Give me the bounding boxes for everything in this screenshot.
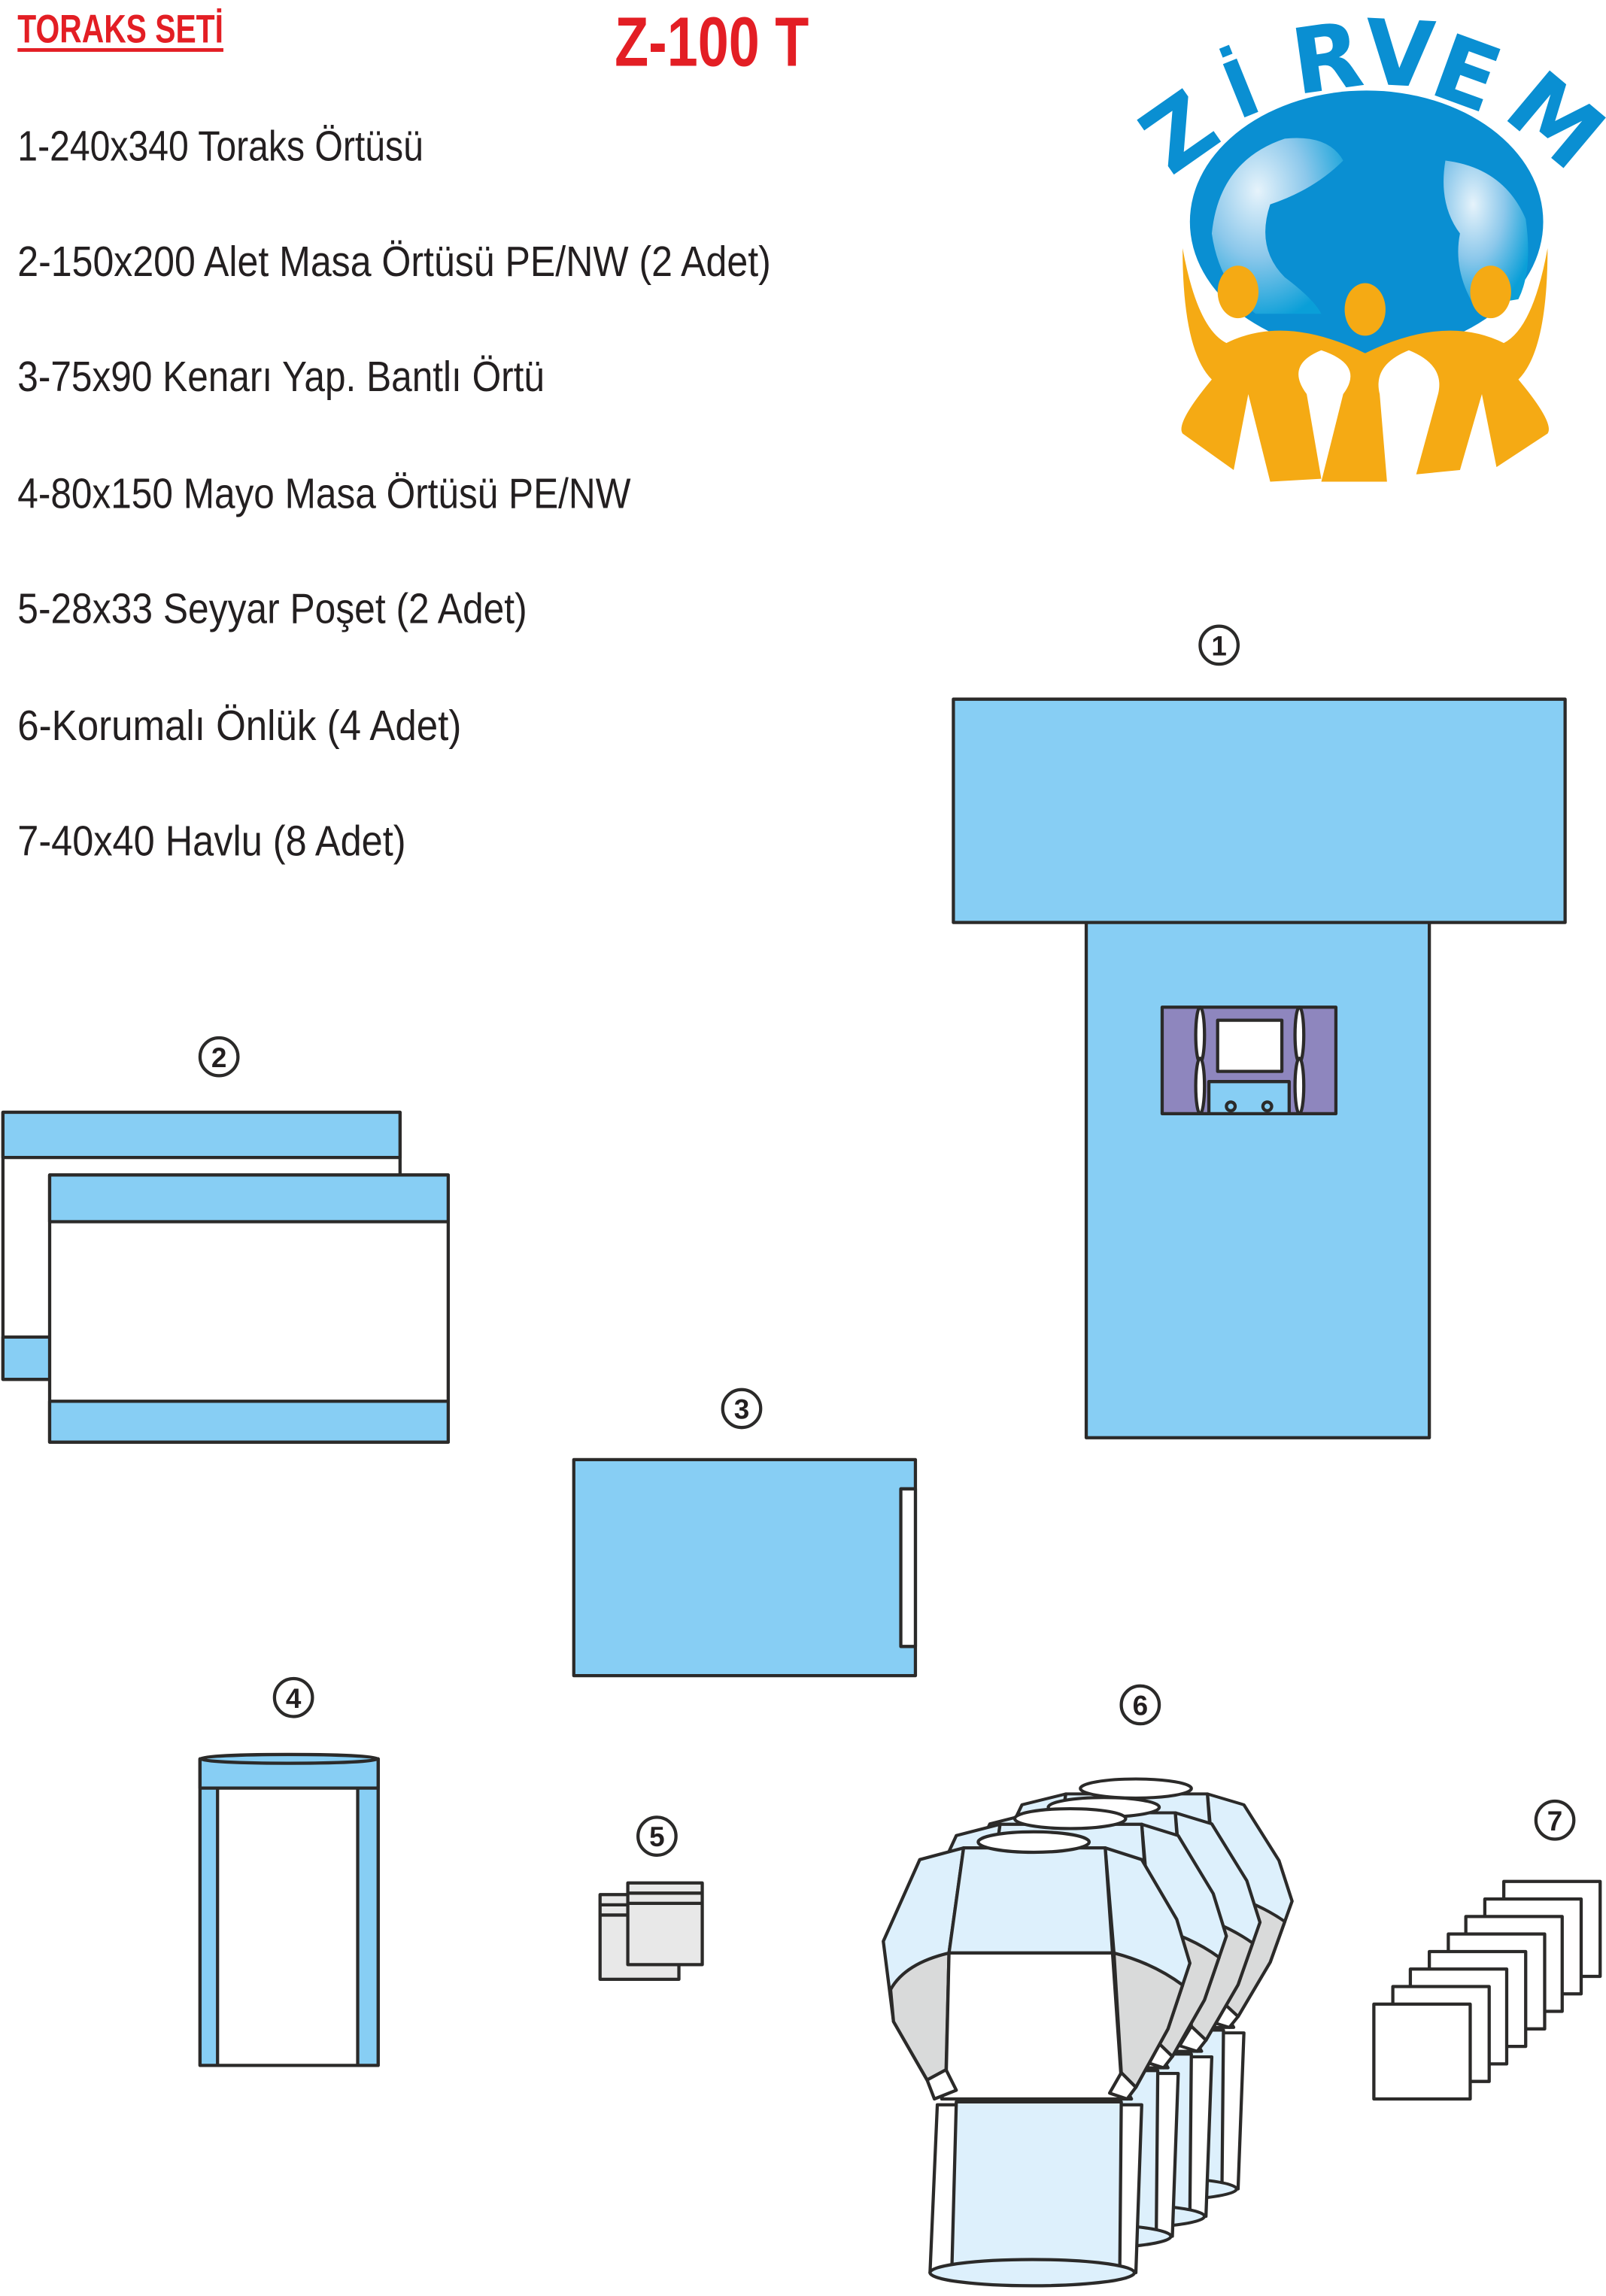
list-item: 5-28x33 Seyyar Poşet (2 Adet) bbox=[17, 585, 527, 632]
item-3-adhesive-drape: 3 bbox=[572, 1388, 918, 1678]
item-5-pouch: 5 bbox=[598, 1815, 704, 1981]
list-item: 4-80x150 Mayo Masa Örtüsü PE/NW bbox=[17, 469, 630, 517]
list-item: 1-240x340 Toraks Örtüsü bbox=[17, 122, 424, 169]
number-label: 4 bbox=[286, 1683, 302, 1714]
item-1-thorax-drape: 1 bbox=[952, 624, 1567, 1439]
list-item: 7-40x40 Havlu (8 Adet) bbox=[17, 817, 405, 864]
number-badge bbox=[1198, 624, 1240, 666]
number-label: 2 bbox=[211, 1042, 227, 1073]
item-list: 1-240x340 Toraks Örtüsü 2-150x200 Alet M… bbox=[17, 122, 770, 864]
svg-text:R: R bbox=[1286, 2, 1369, 117]
svg-text:V: V bbox=[1362, 0, 1438, 109]
item-7-towels: 7 bbox=[1372, 1799, 1602, 2101]
list-item: 2-150x200 Alet Masa Örtüsü PE/NW (2 Adet… bbox=[17, 238, 770, 285]
list-item: 3-75x90 Kenarı Yap. Bantlı Örtü bbox=[17, 353, 545, 400]
number-label: 7 bbox=[1547, 1806, 1563, 1836]
product-code: Z-100 T bbox=[615, 2, 809, 80]
number-label: 1 bbox=[1211, 630, 1227, 661]
title-underline bbox=[17, 48, 223, 52]
item-6-protective-gown: 6 bbox=[883, 1684, 1292, 2286]
svg-text:İ: İ bbox=[1210, 41, 1272, 138]
set-title: TORAKS SETİ bbox=[17, 8, 223, 51]
zirvem-logo: Z İ R V E M bbox=[1123, 0, 1606, 482]
number-label: 5 bbox=[649, 1821, 665, 1852]
number-label: 6 bbox=[1133, 1691, 1149, 1721]
list-item: 6-Korumalı Önlük (4 Adet) bbox=[17, 702, 461, 749]
item-4-mayo-table-cover: 4 bbox=[198, 1676, 380, 2067]
item-2-instrument-table-cover: 2 bbox=[1, 1036, 451, 1444]
number-label: 3 bbox=[734, 1394, 750, 1425]
